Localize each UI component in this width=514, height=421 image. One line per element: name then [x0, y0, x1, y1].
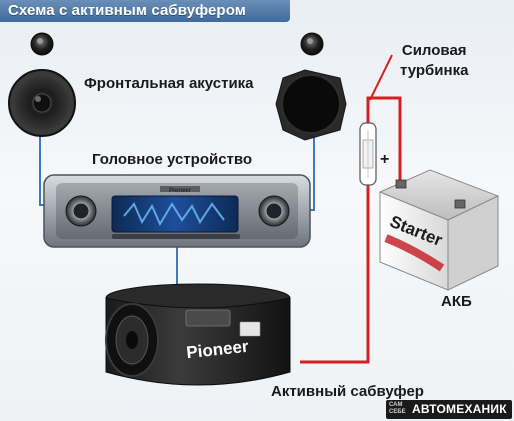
- turbo-pointer: [369, 54, 393, 101]
- battery-device: Starter: [378, 169, 500, 291]
- publisher-logo: САМ СЕБЕ АВТОМЕХАНИК: [386, 400, 512, 419]
- label-power-fuse: Силовая турбинка: [400, 41, 468, 81]
- label-head-unit: Головное устройство: [92, 151, 253, 168]
- title-bar: Схема с активным сабвуфером: [0, 0, 290, 22]
- left-woofer: [8, 69, 76, 137]
- head-unit-device: Pioneer: [43, 174, 311, 248]
- label-power-fuse-line1: Силовая: [401, 42, 467, 59]
- inline-fuse: [359, 122, 377, 186]
- label-active-subwoofer: Активный сабвуфер: [271, 383, 424, 400]
- logo-small-text: САМ СЕБЕ: [389, 402, 406, 415]
- logo-big-text: АВТОМЕХАНИК: [412, 402, 507, 416]
- power-wires: [300, 54, 402, 364]
- diagram-title: Схема с активным сабвуфером: [8, 2, 246, 19]
- wire-fuse-to-sub: [300, 185, 370, 364]
- label-power-fuse-line2: турбинка: [400, 62, 469, 79]
- left-tweeter: [30, 32, 54, 56]
- right-woofer: [275, 69, 347, 141]
- wire-battery-to-fuse: [366, 96, 402, 185]
- right-tweeter: [300, 32, 324, 56]
- label-plus: +: [380, 151, 390, 168]
- label-front-acoustics: Фронтальная акустика: [84, 75, 254, 92]
- label-battery: АКБ: [441, 293, 472, 310]
- subwoofer-device: Pioneer: [105, 283, 291, 386]
- head-unit-brand: Pioneer: [169, 188, 192, 194]
